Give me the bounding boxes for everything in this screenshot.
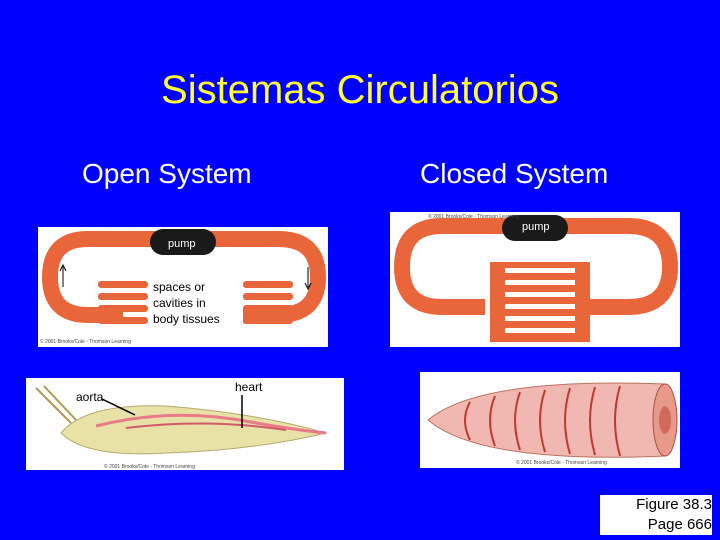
heart-pointer [240, 395, 244, 430]
figure-reference: Figure 38.3 Page 666 [600, 495, 712, 535]
insect-copyright: © 2001 Brooks/Cole - Thomson Learning [104, 464, 195, 470]
earthworm-drawing [420, 372, 680, 468]
earthworm-copyright: © 2001 Brooks/Cole - Thomson Learning [516, 460, 607, 466]
figure-number: Figure 38.3 [600, 495, 712, 515]
closed-copyright-top: © 2001 Brooks/Cole - Thomson Learning [428, 214, 519, 220]
spaces-label: spaces or cavities in body tissues [153, 279, 223, 327]
slide-title: Sistemas Circulatorios [0, 68, 720, 113]
insect-illustration: © 2001 Brooks/Cole - Thomson Learning [26, 378, 344, 470]
insect-drawing [26, 378, 344, 470]
aorta-pointer [100, 395, 140, 420]
open-copyright-top: © 2001 Brooks/Cole - Thomson Learning [40, 339, 131, 345]
closed-pump-label: pump [522, 221, 550, 233]
closed-vessel-return [402, 267, 485, 307]
page-number: Page 666 [600, 515, 712, 535]
closed-system-heading: Closed System [420, 158, 608, 190]
open-right-vessel-branches [243, 281, 293, 324]
open-system-heading: Open System [82, 158, 252, 190]
flow-arrow-icon [60, 265, 66, 287]
heart-label: heart [235, 380, 262, 394]
earthworm-illustration: © 2001 Brooks/Cole - Thomson Learning [420, 372, 680, 468]
open-left-vessel-branches [98, 281, 148, 324]
open-pump-label: pump [168, 238, 196, 250]
